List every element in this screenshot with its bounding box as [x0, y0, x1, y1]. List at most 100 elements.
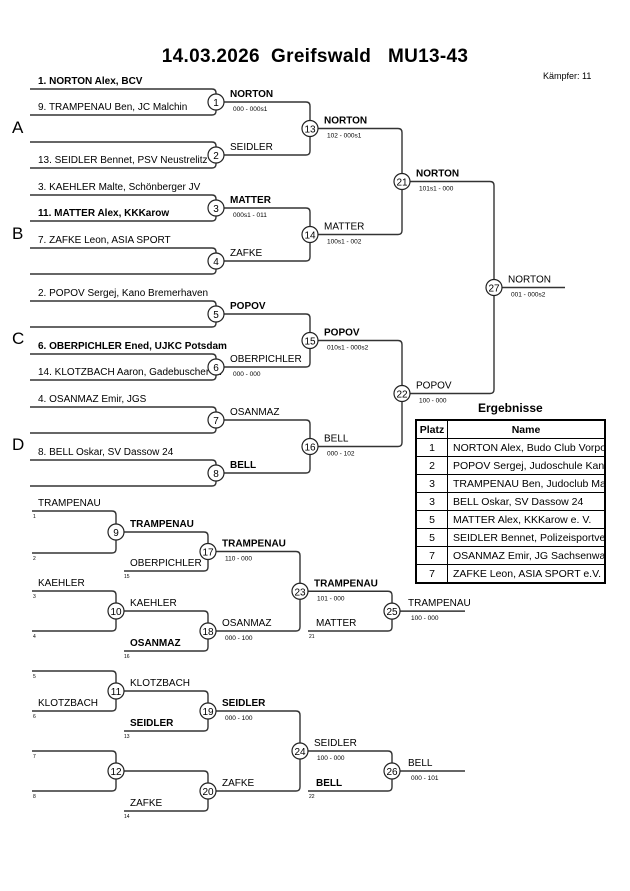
pool-label-c: C [12, 329, 24, 348]
rep-r1-bracket [32, 590, 117, 632]
fight-winner: POPOV [230, 301, 266, 312]
rep-seed: 4 [33, 634, 36, 640]
bronze-dropin-label: MATTER [316, 618, 356, 629]
bronze-circle-number: 26 [386, 767, 398, 778]
fight-circle-number: 14 [304, 231, 316, 242]
bronze-circle [383, 602, 401, 620]
fight-winner: BELL [230, 460, 256, 471]
rep-fight-circle [107, 523, 125, 541]
fight-winner: OSANMAZ [230, 407, 279, 418]
result-platz: 3 [415, 474, 448, 493]
rep-fight-circle [199, 782, 217, 800]
rep-fight-circle-number: 19 [202, 707, 214, 718]
entry-label: 1. NORTON Alex, BCV [38, 76, 143, 87]
rep-seed: 2 [33, 556, 36, 562]
bronze-circle-number: 25 [386, 607, 398, 618]
fight-circle [301, 331, 319, 350]
result-platz: 7 [415, 546, 448, 565]
result-platz: 5 [415, 528, 448, 547]
rep-fight-circle-number: 18 [202, 627, 214, 638]
col-platz: Platz [415, 419, 448, 439]
rep-fight-score: 110 - 000 [225, 556, 252, 563]
r3-bracket [318, 127, 403, 236]
result-name: ZAFKE Leon, ASIA SPORT e.V. Neubrandenbu… [447, 564, 606, 584]
result-name: SEIDLER Bennet, Polizeisportverein Neust… [447, 528, 606, 547]
rep-fight-winner: TRAMPENAU [314, 578, 378, 589]
rep-fight-circle [291, 582, 309, 600]
bronze-score: 000 - 101 [411, 775, 439, 782]
final-circle-number: 27 [488, 284, 500, 295]
rep-seed: 1 [33, 514, 36, 520]
fight-winner: MATTER [324, 222, 364, 233]
fight-circle [301, 119, 319, 138]
entry-label: 9. TRAMPENAU Ben, JC Malchin [38, 102, 187, 113]
fight-score: 000s1 - 011 [233, 212, 267, 219]
result-name: TRAMPENAU Ben, Judoclub Malchin [447, 474, 606, 493]
results-header-row: Platz Name [415, 419, 606, 439]
result-name: OSANMAZ Emir, JG Sachsenwald [447, 546, 606, 565]
final-bracket [410, 180, 495, 395]
pool-label-d: D [12, 435, 24, 454]
rep-fight-circle-number: 24 [294, 747, 306, 758]
fight-circle [207, 358, 225, 376]
rep-fight-circle [107, 762, 125, 780]
fight-score: 000 - 000s1 [233, 106, 268, 113]
rep-r1-bracket [32, 750, 117, 792]
entry-label: 13. SEIDLER Bennet, PSV Neustrelitz [38, 155, 208, 166]
weight-category: MU13-43 [387, 46, 469, 67]
rep-entry-label: KAEHLER [38, 578, 85, 589]
rep-seed: 21 [309, 634, 315, 640]
rep-seed: 7 [33, 754, 36, 760]
fight-winner: POPOV [416, 381, 452, 392]
rep-fight-circle-number: 20 [202, 787, 214, 798]
result-name: NORTON Alex, Budo Club Vorpommern [447, 438, 606, 457]
fight-winner: SEIDLER [230, 142, 273, 153]
rep-fight-circle-number: 9 [113, 528, 119, 539]
rep-seed: 8 [33, 794, 36, 800]
fight-score: 102 - 000s1 [327, 133, 362, 140]
final-circle [485, 278, 503, 297]
col-name: Name [447, 419, 606, 439]
rep-fight-circle [199, 702, 217, 720]
fight-circle-number: 15 [304, 337, 316, 348]
rep-fight-circle-number: 17 [202, 548, 214, 559]
rep-seed: 15 [124, 574, 130, 580]
fight-score: 000 - 102 [327, 451, 355, 458]
result-name: BELL Oskar, SV Dassow 24 [447, 492, 606, 511]
r1-bracket [30, 247, 217, 275]
entry-label: 8. BELL Oskar, SV Dassow 24 [38, 447, 174, 458]
fight-circle [207, 464, 225, 482]
rep-fight-circle-number: 11 [111, 687, 122, 698]
rep-dropin-label: OBERPICHLER [130, 558, 202, 569]
result-platz: 3 [415, 492, 448, 511]
result-platz: 7 [415, 564, 448, 584]
rep-fight-circle [199, 622, 217, 640]
rep-fight-winner: KLOTZBACH [130, 678, 190, 689]
final-score: 001 - 000s2 [511, 292, 546, 299]
fight-circle [207, 305, 225, 323]
fight-circle-number: 22 [396, 390, 408, 401]
fight-circle [207, 199, 225, 217]
fight-circle-number: 8 [213, 469, 219, 480]
fight-score: 100 - 000 [419, 398, 447, 405]
fight-circle-number: 1 [213, 98, 219, 109]
bronze-dropin-label: BELL [316, 778, 342, 789]
rep-fight-circle-number: 23 [294, 587, 306, 598]
fight-score: 100s1 - 002 [327, 239, 362, 246]
fight-circle-number: 3 [213, 204, 219, 215]
rep-fight-winner: TRAMPENAU [222, 539, 286, 550]
rep-fight-circle-number: 10 [110, 607, 122, 618]
rep-fight-winner: OSANMAZ [222, 618, 271, 629]
entry-label: 2. POPOV Sergej, Kano Bremerhaven [38, 288, 208, 299]
result-platz: 2 [415, 456, 448, 475]
fight-score: 010s1 - 000s2 [327, 345, 369, 352]
rep-fight-score: 101 - 000 [317, 595, 345, 602]
rep-r1-bracket [32, 510, 117, 554]
entry-label: 4. OSANMAZ Emir, JGS [38, 394, 147, 405]
fight-circle [301, 437, 319, 456]
